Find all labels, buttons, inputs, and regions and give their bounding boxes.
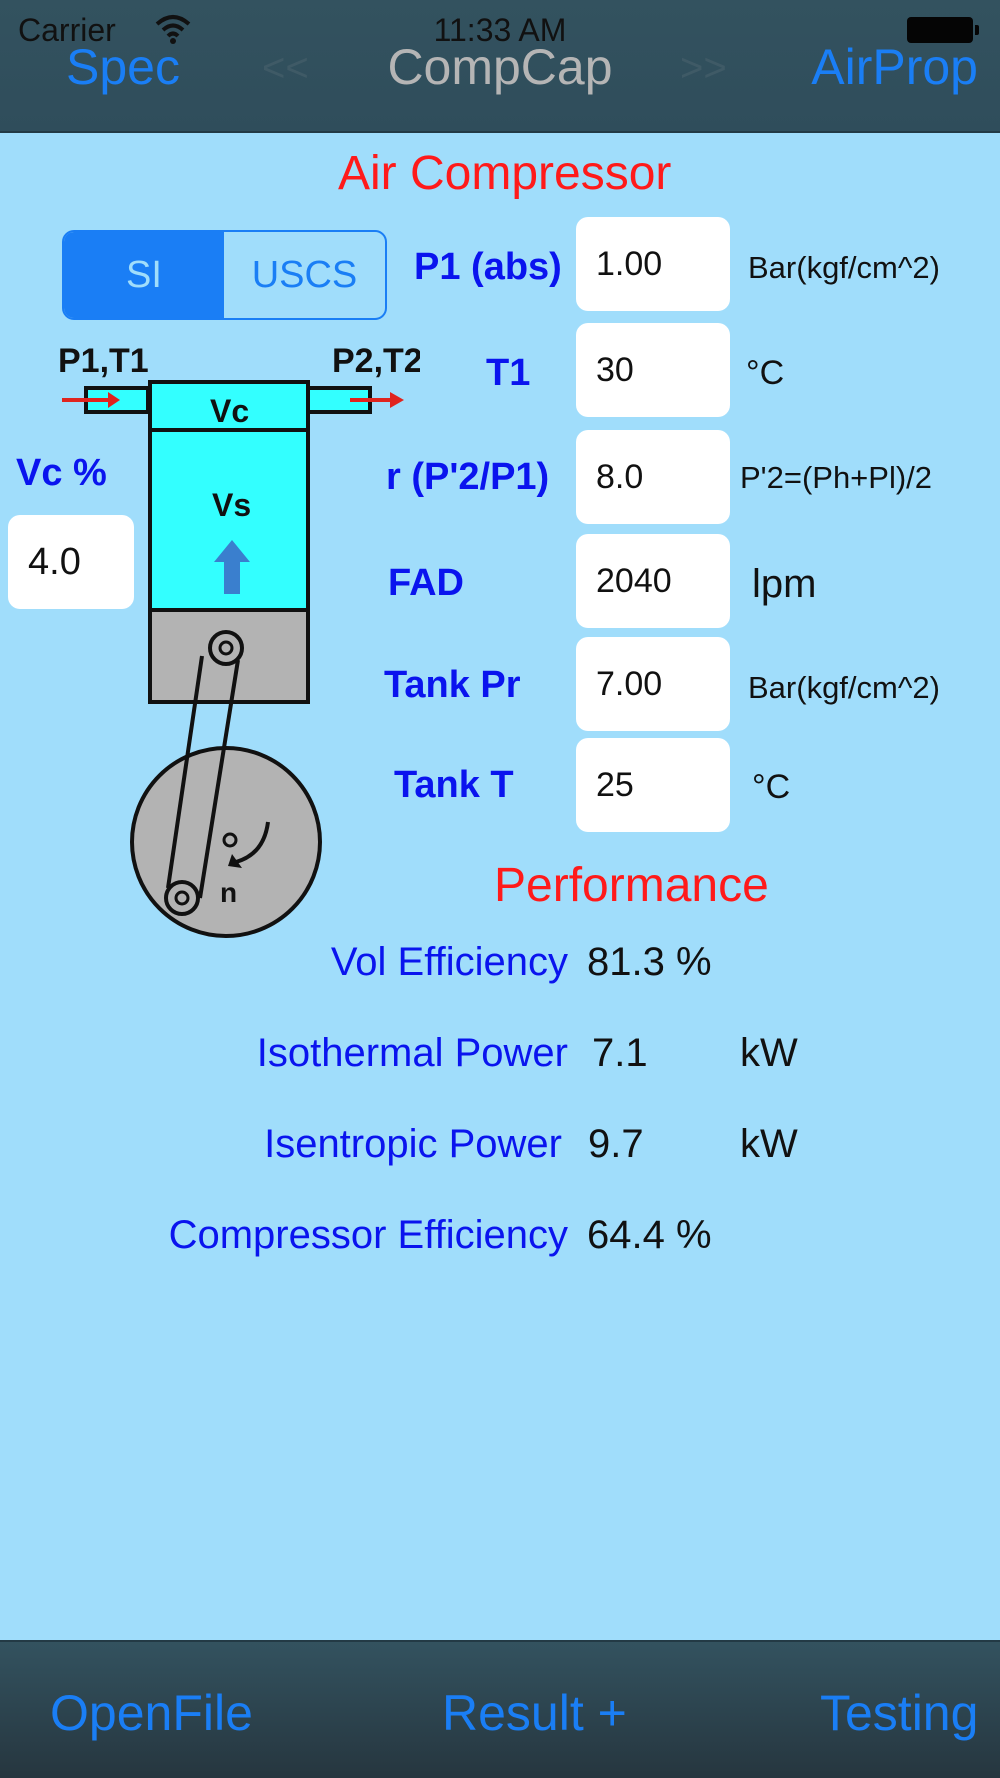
connecting-rod-left bbox=[166, 655, 204, 889]
rotation-arrowhead bbox=[228, 854, 242, 868]
isothermal-power-label: Isothermal Power bbox=[256, 1031, 568, 1075]
vol-efficiency-label: Vol Efficiency bbox=[330, 940, 568, 984]
crank-pin bbox=[164, 880, 200, 916]
clearance-volume-label: Vc bbox=[210, 393, 249, 429]
ratio-label: r (P'2/P1) bbox=[386, 456, 550, 498]
next-arrow[interactable]: >> bbox=[680, 46, 727, 90]
tank-pressure-label: Tank Pr bbox=[384, 664, 521, 706]
tank-temp-unit: °C bbox=[752, 768, 791, 806]
crank-center bbox=[222, 832, 238, 848]
crank-pin-center bbox=[174, 890, 190, 906]
result-plus-button[interactable]: Result + bbox=[442, 1685, 627, 1741]
open-file-button[interactable]: OpenFile bbox=[50, 1685, 253, 1741]
spec-button[interactable]: Spec bbox=[66, 39, 180, 95]
compressor-diagram: P1,T1 P2,T2 Vc Vs n bbox=[58, 342, 420, 938]
ratio-note: P'2=(Ph+Pl)/2 bbox=[740, 460, 933, 495]
compressor-efficiency-value: 64.4 % bbox=[587, 1213, 712, 1257]
unit-uscs-segment[interactable]: USCS bbox=[251, 253, 358, 296]
performance-title: Performance bbox=[494, 859, 769, 912]
diagram-labels: P1,T1 P2,T2 bbox=[58, 342, 420, 380]
isothermal-power-unit: kW bbox=[740, 1031, 798, 1075]
rotation-arrow-icon bbox=[235, 821, 270, 864]
t1-label: T1 bbox=[486, 352, 531, 394]
wrist-pin-center bbox=[218, 640, 234, 656]
unit-si-segment[interactable]: SI bbox=[64, 232, 224, 318]
vol-efficiency-value: 81.3 % bbox=[587, 940, 712, 984]
isentropic-power-label: Isentropic Power bbox=[264, 1122, 562, 1166]
airprop-button[interactable]: AirProp bbox=[811, 39, 978, 95]
fad-unit: lpm bbox=[752, 562, 817, 606]
connecting-rod-right bbox=[198, 659, 240, 899]
clearance-percent-label: Vc % bbox=[16, 452, 107, 494]
battery-icon bbox=[907, 17, 979, 43]
inlet-label: P1,T1 bbox=[58, 342, 149, 380]
speed-label: n bbox=[220, 877, 237, 908]
compressor-efficiency-label: Compressor Efficiency bbox=[168, 1213, 568, 1257]
wrist-pin bbox=[208, 630, 244, 666]
tank-temp-label: Tank T bbox=[394, 764, 514, 806]
clearance-percent-input[interactable]: 4.0 bbox=[8, 515, 134, 609]
page-title: CompCap bbox=[387, 39, 613, 95]
tank-pressure-input[interactable]: 7.00 bbox=[576, 637, 730, 731]
t1-input[interactable]: 30 bbox=[576, 323, 730, 417]
piston-up-arrow bbox=[214, 540, 250, 594]
outlet-arrowhead bbox=[390, 392, 404, 408]
fad-input[interactable]: 2040 bbox=[576, 534, 730, 628]
tank-temp-input[interactable]: 25 bbox=[576, 738, 730, 832]
bottom-toolbar: OpenFile Result + Testing bbox=[0, 1640, 1000, 1778]
navigation-bar: Carrier 11:33 AM Spec << CompCap >> AirP… bbox=[0, 0, 1000, 133]
t1-unit: °C bbox=[746, 354, 785, 392]
tank-pressure-unit: Bar(kgf/cm^2) bbox=[748, 670, 940, 705]
inlet-arrowhead bbox=[108, 392, 120, 408]
isothermal-power-value: 7.1 bbox=[592, 1031, 648, 1075]
air-compressor-title: Air Compressor bbox=[338, 147, 672, 200]
p1-input[interactable]: 1.00 bbox=[576, 217, 730, 311]
p1-label: P1 (abs) bbox=[414, 246, 562, 288]
status-time: 11:33 AM bbox=[433, 12, 567, 48]
outlet-label: P2,T2 bbox=[332, 342, 420, 380]
carrier-label: Carrier bbox=[18, 12, 116, 48]
prev-arrow[interactable]: << bbox=[262, 46, 309, 90]
unit-system-segmented-control: SI USCS bbox=[62, 230, 387, 320]
wifi-icon bbox=[155, 15, 191, 44]
testing-button[interactable]: Testing bbox=[820, 1685, 979, 1741]
isentropic-power-value: 9.7 bbox=[588, 1122, 644, 1166]
p1-unit: Bar(kgf/cm^2) bbox=[748, 250, 940, 285]
ratio-input[interactable]: 8.0 bbox=[576, 430, 730, 524]
fad-label: FAD bbox=[388, 562, 464, 604]
swept-volume-label: Vs bbox=[212, 487, 251, 523]
isentropic-power-unit: kW bbox=[740, 1122, 798, 1166]
